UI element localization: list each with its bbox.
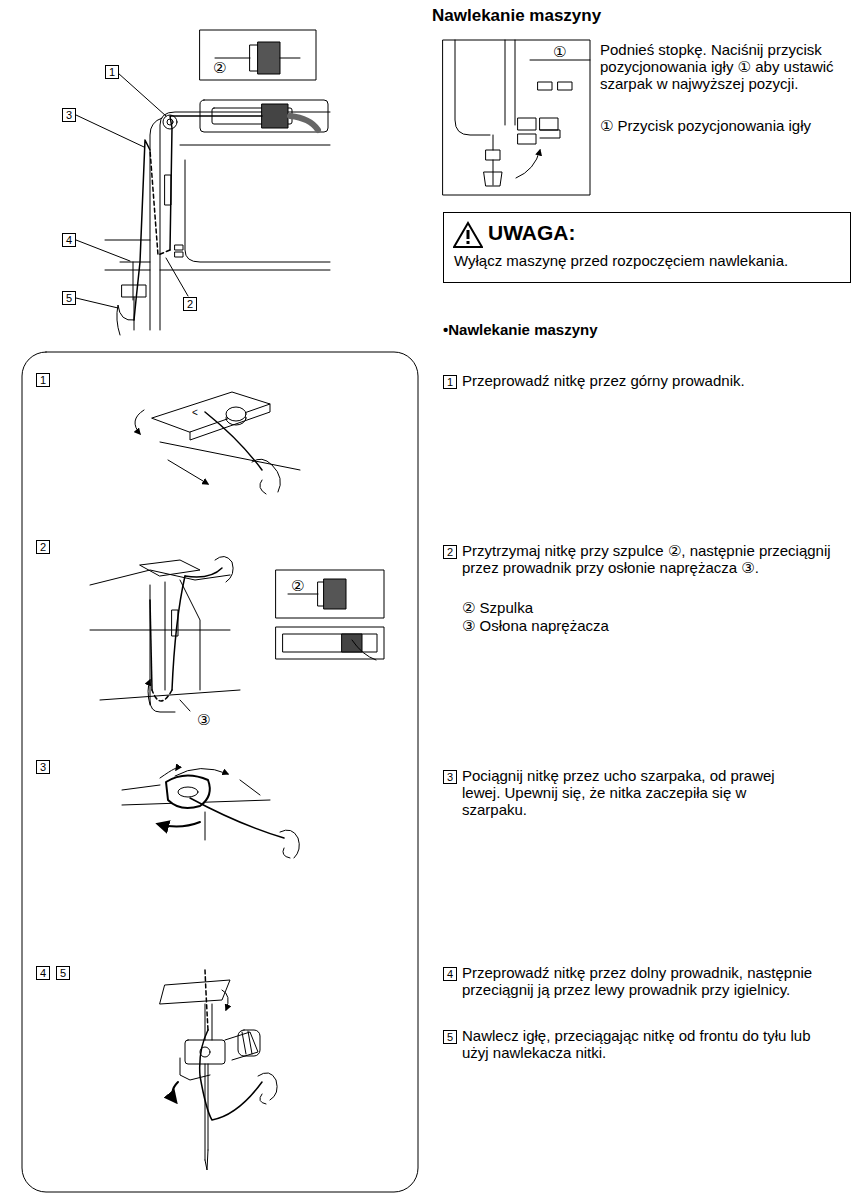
step-number: 5 xyxy=(56,966,70,980)
needle-button-figure xyxy=(443,40,590,195)
legend-item-text: ① Przycisk pozycjonowania igły xyxy=(600,118,848,135)
instruction-text: Przytrzymaj nitkę przy szpulce ②, następ… xyxy=(462,543,832,577)
page-title: Nawlekanie maszyny xyxy=(432,6,601,26)
instruction-text: Przeprowadź nitkę przez górny prowadnik. xyxy=(462,373,842,390)
legend-item-text: ② Szpulka xyxy=(462,600,832,617)
step-number: 1 xyxy=(443,375,457,389)
callout-number: ③ xyxy=(196,712,211,727)
needle-figure xyxy=(160,970,277,1170)
svg-text:<: < xyxy=(192,407,198,418)
step3-figure xyxy=(122,768,299,858)
warning-heading: UWAGA: xyxy=(444,213,850,244)
callout-number: ② xyxy=(212,60,227,75)
step-number: 3 xyxy=(443,770,457,784)
callout-number: 5 xyxy=(62,291,76,305)
callout-number: 2 xyxy=(183,297,197,311)
steps-panel xyxy=(22,352,418,1192)
callout-number: 1 xyxy=(105,65,119,79)
section-heading: •Nawlekanie maszyny xyxy=(443,322,743,339)
callout-number: 4 xyxy=(62,233,76,247)
step-number: 1 xyxy=(36,373,50,387)
callout-number: 3 xyxy=(62,108,76,122)
callout-number: ① xyxy=(552,44,567,59)
step-number: 3 xyxy=(36,760,50,774)
step1-figure: < xyxy=(135,392,300,494)
warning-triangle xyxy=(454,223,482,247)
warning-mark xyxy=(467,230,470,239)
step-number: 4 xyxy=(36,966,50,980)
step2-figure xyxy=(90,556,384,712)
instruction-text: Nawlecz igłę, przeciągając nitkę od fron… xyxy=(462,1028,832,1062)
step-number: 2 xyxy=(443,545,457,559)
legend-item-text: ③ Osłona naprężacza xyxy=(462,618,832,635)
instruction-text: Podnieś stopkę. Naciśnij przycisk pozycj… xyxy=(600,42,848,92)
warning-text: Wyłącz maszynę przed rozpoczęciem nawlek… xyxy=(444,244,850,279)
callout-number: ② xyxy=(290,578,305,593)
step-number: 2 xyxy=(36,540,50,554)
step-number: 5 xyxy=(443,1030,457,1044)
warning-box: UWAGA:Wyłącz maszynę przed rozpoczęciem … xyxy=(443,212,851,283)
step-number: 4 xyxy=(443,967,457,981)
warning-icon xyxy=(453,221,483,249)
machine-figure xyxy=(76,30,330,335)
warning-mark xyxy=(467,241,470,244)
instruction-text: Pociągnij nitkę przez ucho szarpaka, od … xyxy=(462,768,807,818)
instruction-text: Przeprowadź nitkę przez dolny prowadnik,… xyxy=(462,965,842,999)
